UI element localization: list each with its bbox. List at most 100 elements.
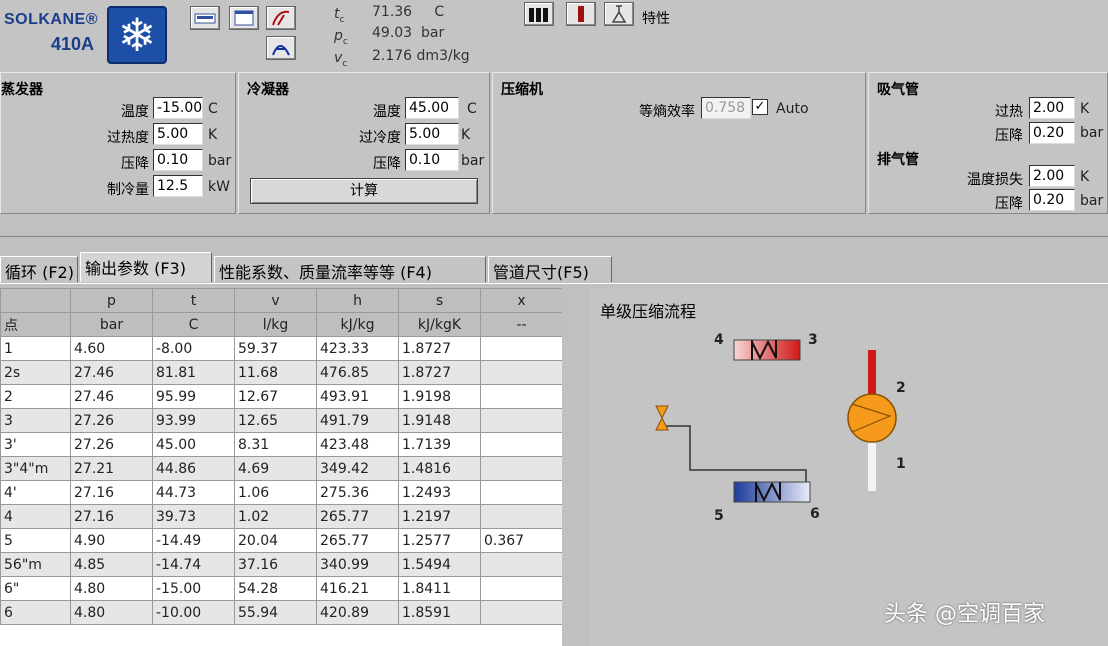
auto-label: Auto [776, 101, 809, 117]
diagram-ts-icon[interactable] [266, 36, 296, 60]
evap-capacity-input[interactable]: 12.5 [153, 175, 203, 197]
table-cell: 27.21 [70, 456, 153, 481]
table-cell: 275.36 [316, 480, 399, 505]
table-cell: 2 [0, 384, 71, 409]
point-label-4: 4 [714, 332, 724, 348]
flask-icon[interactable] [604, 2, 634, 26]
compressor-icon [847, 393, 897, 443]
table-cell: 27.46 [70, 360, 153, 385]
table-cell: 55.94 [234, 600, 317, 625]
table-cell [480, 480, 562, 505]
evap-pressure-drop-input[interactable]: 0.10 [153, 149, 203, 171]
table-cell: 44.73 [152, 480, 235, 505]
isentropic-efficiency-input[interactable]: 0.758 [701, 97, 751, 119]
column-header-t: t [152, 288, 235, 313]
table-cell: 1.2577 [398, 528, 481, 553]
table-cell: 37.16 [234, 552, 317, 577]
unit-cell: C [152, 312, 235, 337]
table-cell: 2s [0, 360, 71, 385]
tab-pipe-sizing[interactable]: 管道尺寸(F5) [488, 256, 612, 282]
table-cell [480, 600, 562, 625]
tab-cycle[interactable]: 循环 (F2) [0, 256, 78, 282]
cond-pressure-drop-input[interactable]: 0.10 [405, 149, 459, 171]
suction-pressure-drop-input[interactable]: 0.20 [1029, 122, 1075, 144]
cond-pressure-drop-label: 压降 [373, 156, 401, 172]
splitter[interactable] [562, 288, 590, 646]
table-cell: 56"m [0, 552, 71, 577]
table-cell: 1.9148 [398, 408, 481, 433]
table-cell: 423.48 [316, 432, 399, 457]
cond-subcool-input[interactable]: 5.00 [405, 123, 459, 145]
calculate-button[interactable]: 计算 [250, 178, 478, 204]
state-symbol-v: vc [334, 50, 348, 69]
table-header-row: p t v h s x [0, 288, 562, 313]
tab-performance[interactable]: 性能系数、质量流率等等 (F4) [214, 256, 486, 282]
table-cell: -10.00 [152, 600, 235, 625]
state-value-p: 49.03 bar [372, 25, 445, 41]
unit-cell: kJ/kgK [398, 312, 481, 337]
cond-temp-input[interactable]: 45.00 [405, 97, 459, 119]
table-cell: 59.37 [234, 336, 317, 361]
suction-pressure-drop-unit: bar [1080, 125, 1104, 141]
table-cell: -14.74 [152, 552, 235, 577]
column-header [0, 288, 71, 313]
auto-checkbox[interactable]: ✓ [752, 99, 768, 115]
table-cell: 12.67 [234, 384, 317, 409]
discharge-temp-loss-unit: K [1080, 169, 1090, 185]
point-label-5: 5 [714, 508, 724, 524]
discharge-pressure-drop-input[interactable]: 0.20 [1029, 189, 1075, 211]
state-symbol-p: pc [334, 28, 348, 47]
table-cell: 349.42 [316, 456, 399, 481]
table-cell: 1.9198 [398, 384, 481, 409]
evaporator-title: 蒸发器 [1, 82, 43, 98]
table-cell: 4.80 [70, 576, 153, 601]
table-cell: 423.33 [316, 336, 399, 361]
properties-label[interactable]: 特性 [642, 11, 670, 27]
column-header-x: x [480, 288, 562, 313]
table-cell: 493.91 [316, 384, 399, 409]
table-cell: 54.28 [234, 576, 317, 601]
cond-temp-label: 温度 [373, 104, 401, 120]
cylinder-icon[interactable] [566, 2, 596, 26]
expansion-valve-icon [655, 405, 669, 431]
unit-cell: l/kg [234, 312, 317, 337]
unit-cell: -- [480, 312, 562, 337]
print-icon[interactable] [190, 6, 220, 30]
evap-superheat-label: 过热度 [107, 130, 149, 146]
unit-cell: 点 [0, 312, 71, 337]
evap-superheat-input[interactable]: 5.00 [153, 123, 203, 145]
table-cell: 45.00 [152, 432, 235, 457]
table-cell [480, 432, 562, 457]
table-cell: 4' [0, 480, 71, 505]
tab-output-parameters[interactable]: 输出参数 (F3) [80, 252, 212, 282]
window-icon[interactable] [229, 6, 259, 30]
column-header-v: v [234, 288, 317, 313]
table-cell: -15.00 [152, 576, 235, 601]
cycle-diagram: 4 3 2 1 5 6 [655, 332, 906, 524]
suction-superheat-input[interactable]: 2.00 [1029, 97, 1075, 119]
cylinders-icon[interactable] [524, 2, 554, 26]
evap-temp-input[interactable]: -15.00 [153, 97, 203, 119]
discharge-temp-loss-input[interactable]: 2.00 [1029, 165, 1075, 187]
table-cell: 4.80 [70, 600, 153, 625]
table-cell: 39.73 [152, 504, 235, 529]
brand-model: 410A [50, 34, 94, 54]
table-cell: 93.99 [152, 408, 235, 433]
suction-superheat-unit: K [1080, 101, 1090, 117]
point-label-1: 1 [896, 456, 906, 472]
table-cell: 1.7139 [398, 432, 481, 457]
compressor-title: 压缩机 [501, 82, 543, 98]
diagram-logph-icon[interactable] [266, 6, 296, 30]
